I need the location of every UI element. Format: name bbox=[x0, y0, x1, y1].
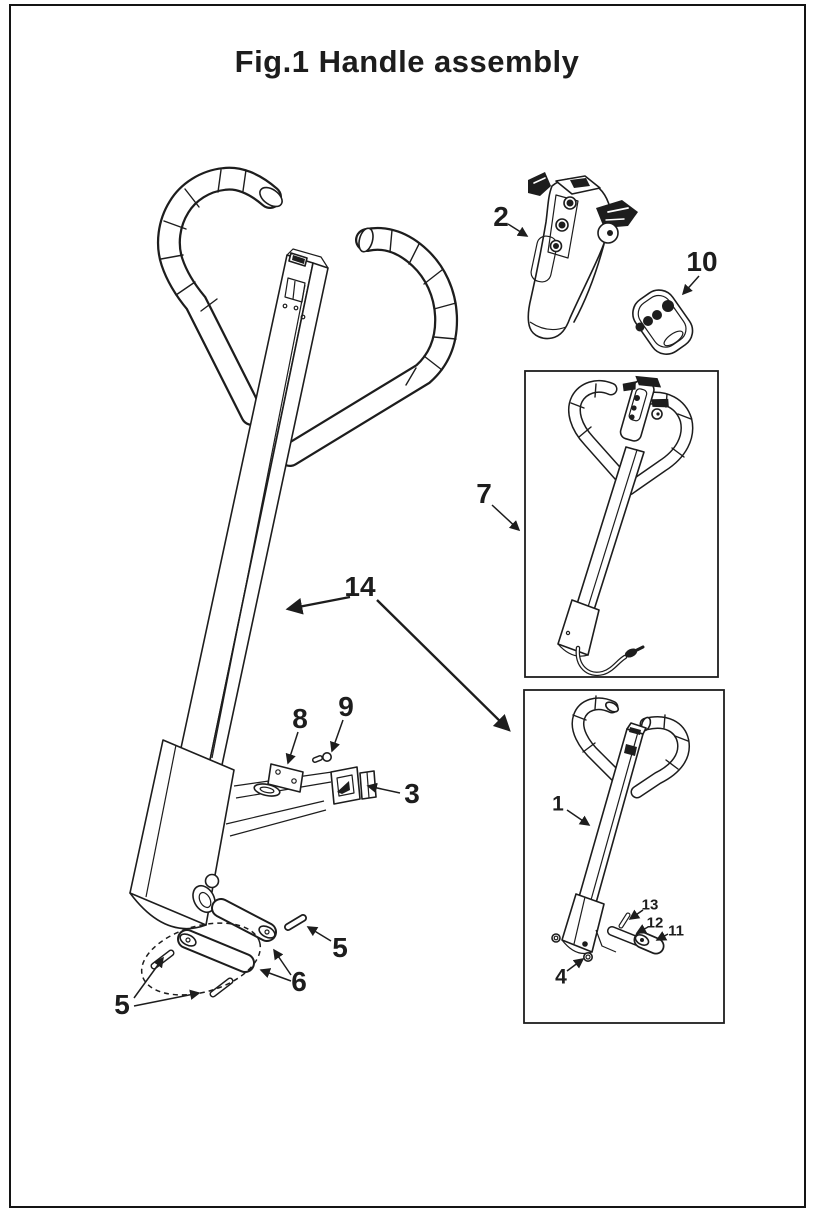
callout-1: 1 bbox=[552, 792, 564, 816]
figure-title: Fig.1 Handle assembly bbox=[234, 44, 580, 79]
callout-11: 11 bbox=[668, 922, 684, 940]
left-grip bbox=[156, 166, 283, 426]
lower-sleeve bbox=[129, 739, 235, 930]
callout-5-right: 5 bbox=[332, 932, 348, 963]
right-grip bbox=[278, 227, 459, 467]
callout-3: 3 bbox=[404, 778, 420, 809]
subfigure-1-box bbox=[523, 689, 725, 1024]
callout-5-left: 5 bbox=[114, 989, 130, 1020]
cable bbox=[575, 645, 645, 677]
subfigure-1-handle bbox=[551, 695, 690, 955]
screw bbox=[312, 751, 332, 763]
subfigure-7-box bbox=[524, 370, 719, 678]
callout-10: 10 bbox=[686, 246, 718, 277]
roller-pins-group bbox=[140, 898, 307, 998]
control-head-drawing bbox=[527, 172, 638, 340]
dashed-ellipse bbox=[140, 922, 262, 996]
main-handle-drawing bbox=[129, 166, 459, 998]
mounting-plate bbox=[253, 763, 304, 797]
subfigure-7-handle bbox=[557, 375, 694, 677]
micro-switch bbox=[330, 766, 377, 805]
subfigure-1 bbox=[523, 689, 725, 1024]
axle-parts bbox=[582, 912, 665, 962]
callout-9: 9 bbox=[338, 691, 354, 722]
callout-arrows bbox=[133, 223, 700, 1007]
callout-12: 12 bbox=[646, 914, 664, 932]
subfigure-7 bbox=[524, 370, 719, 678]
callout-8: 8 bbox=[292, 703, 308, 734]
remote-control-drawing bbox=[632, 289, 694, 355]
callout-4: 4 bbox=[555, 965, 567, 989]
callout-6: 6 bbox=[291, 966, 307, 997]
callout-2: 2 bbox=[493, 201, 509, 232]
callout-13: 13 bbox=[641, 896, 659, 914]
callout-14: 14 bbox=[344, 571, 376, 602]
callout-7: 7 bbox=[476, 478, 492, 509]
